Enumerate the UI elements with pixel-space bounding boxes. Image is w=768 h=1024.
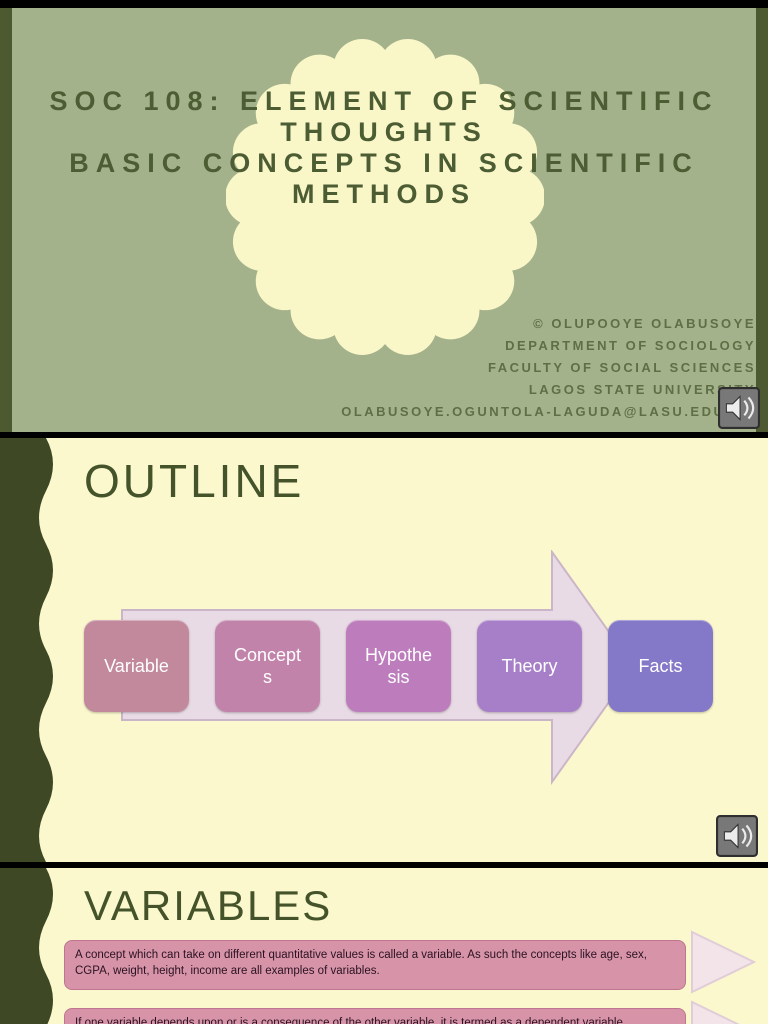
credit-department: DEPARTMENT OF SOCIOLOGY — [505, 338, 756, 353]
slide-title-line-1: SOC 108: ELEMENT OF SCIENTIFIC THOUGHTS — [49, 86, 719, 147]
flow-step-theory: Theory — [477, 620, 582, 712]
page-title: VARIABLES — [84, 882, 333, 929]
title-slide: SOC 108: ELEMENT OF SCIENTIFIC THOUGHTS … — [0, 8, 768, 432]
flow-step-concepts: Concept s — [215, 620, 320, 712]
arrowhead-shape — [691, 930, 757, 994]
credit-university: LAGOS STATE UNIVERSITY — [528, 382, 756, 397]
right-edge-strip — [756, 8, 768, 432]
wavy-left-ribbon — [0, 868, 53, 1024]
credit-email: OLABUSOYE.OGUNTOLA-LAGUDA@LASU.EDU.NG — [341, 404, 756, 419]
flow-step-label: Facts — [638, 655, 683, 676]
flow-step-label: Variable — [104, 655, 169, 676]
flow-step-facts: Facts — [608, 620, 713, 712]
flow-step-hypothesis: Hypothe sis — [346, 620, 451, 712]
credit-author: © OLUPOOYE OLABUSOYE — [533, 316, 756, 331]
audio-speaker-icon[interactable] — [718, 387, 760, 429]
definition-box-variable: A concept which can take on different qu… — [64, 940, 686, 990]
definition-box-dependent-variable: If one variable depends upon or is a con… — [64, 1008, 686, 1024]
flow-step-label: Concept s — [233, 644, 302, 688]
audio-speaker-icon[interactable] — [716, 815, 758, 857]
page-title: OUTLINE — [84, 455, 305, 507]
flow-step-variable: Variable — [84, 620, 189, 712]
slide-title: SOC 108: ELEMENT OF SCIENTIFIC THOUGHTS … — [34, 86, 734, 210]
outline-slide: OUTLINE Variable Concept s Hypothe sis T… — [0, 438, 768, 862]
arrowhead-shape — [691, 1000, 740, 1024]
left-edge-strip — [0, 8, 12, 432]
wavy-left-ribbon — [0, 438, 53, 862]
credits-block: © OLUPOOYE OLABUSOYE DEPARTMENT OF SOCIO… — [341, 313, 756, 423]
flow-step-label: Theory — [501, 655, 558, 676]
scalloped-circle-shape — [226, 39, 544, 355]
credit-faculty: FACULTY OF SOCIAL SCIENCES — [488, 360, 756, 375]
variables-slide: VARIABLES A concept which can take on di… — [0, 868, 768, 1024]
flow-step-label: Hypothe sis — [364, 644, 433, 688]
slide-title-line-2: BASIC CONCEPTS IN SCIENTIFIC METHODS — [69, 148, 699, 209]
